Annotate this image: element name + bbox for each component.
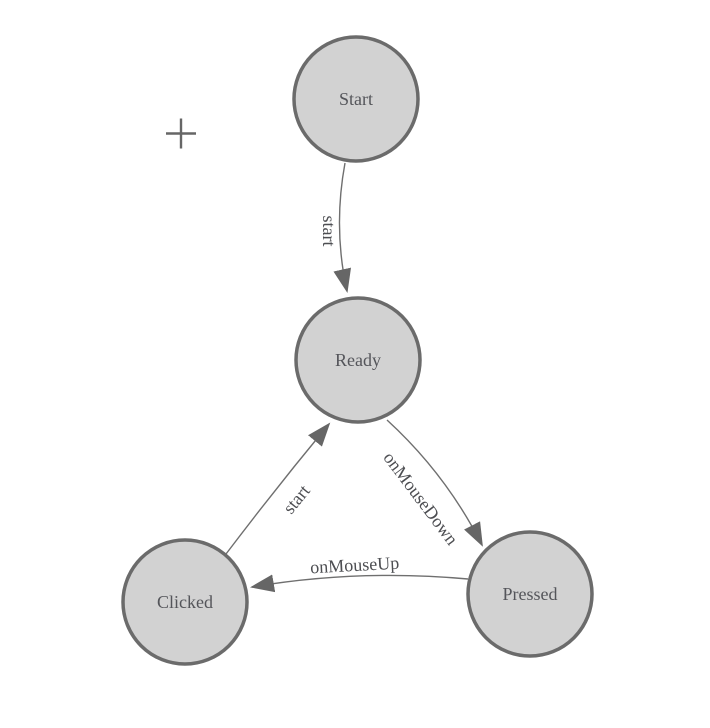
node-clicked-circle[interactable] — [121, 538, 249, 666]
crosshair-cursor-icon — [166, 118, 196, 149]
edge-ready-to-pressed[interactable] — [386, 419, 483, 547]
edge-clicked-to-ready[interactable] — [225, 422, 331, 555]
node-pressed-circle[interactable] — [466, 530, 594, 658]
edge-start-to-ready-label: start — [319, 216, 339, 247]
node-pressed[interactable]: Pressed — [466, 530, 594, 658]
edge-start-to-ready[interactable] — [333, 162, 352, 293]
edge-pressed-to-clicked[interactable] — [250, 574, 469, 593]
node-start-circle[interactable] — [292, 35, 420, 163]
edge-pressed-to-clicked-label: onMouseUp — [310, 553, 400, 578]
node-start[interactable]: Start — [292, 35, 420, 163]
node-start-label: Start — [339, 89, 373, 109]
node-pressed-label: Pressed — [503, 584, 558, 604]
node-ready[interactable]: Ready — [294, 296, 422, 424]
node-ready-circle[interactable] — [294, 296, 422, 424]
edge-ready-to-pressed-label: onMouseDown — [379, 448, 462, 549]
node-clicked-label: Clicked — [157, 592, 213, 612]
node-ready-label: Ready — [335, 350, 381, 370]
edge-clicked-to-ready-label: start — [279, 481, 314, 518]
node-clicked[interactable]: Clicked — [121, 538, 249, 666]
